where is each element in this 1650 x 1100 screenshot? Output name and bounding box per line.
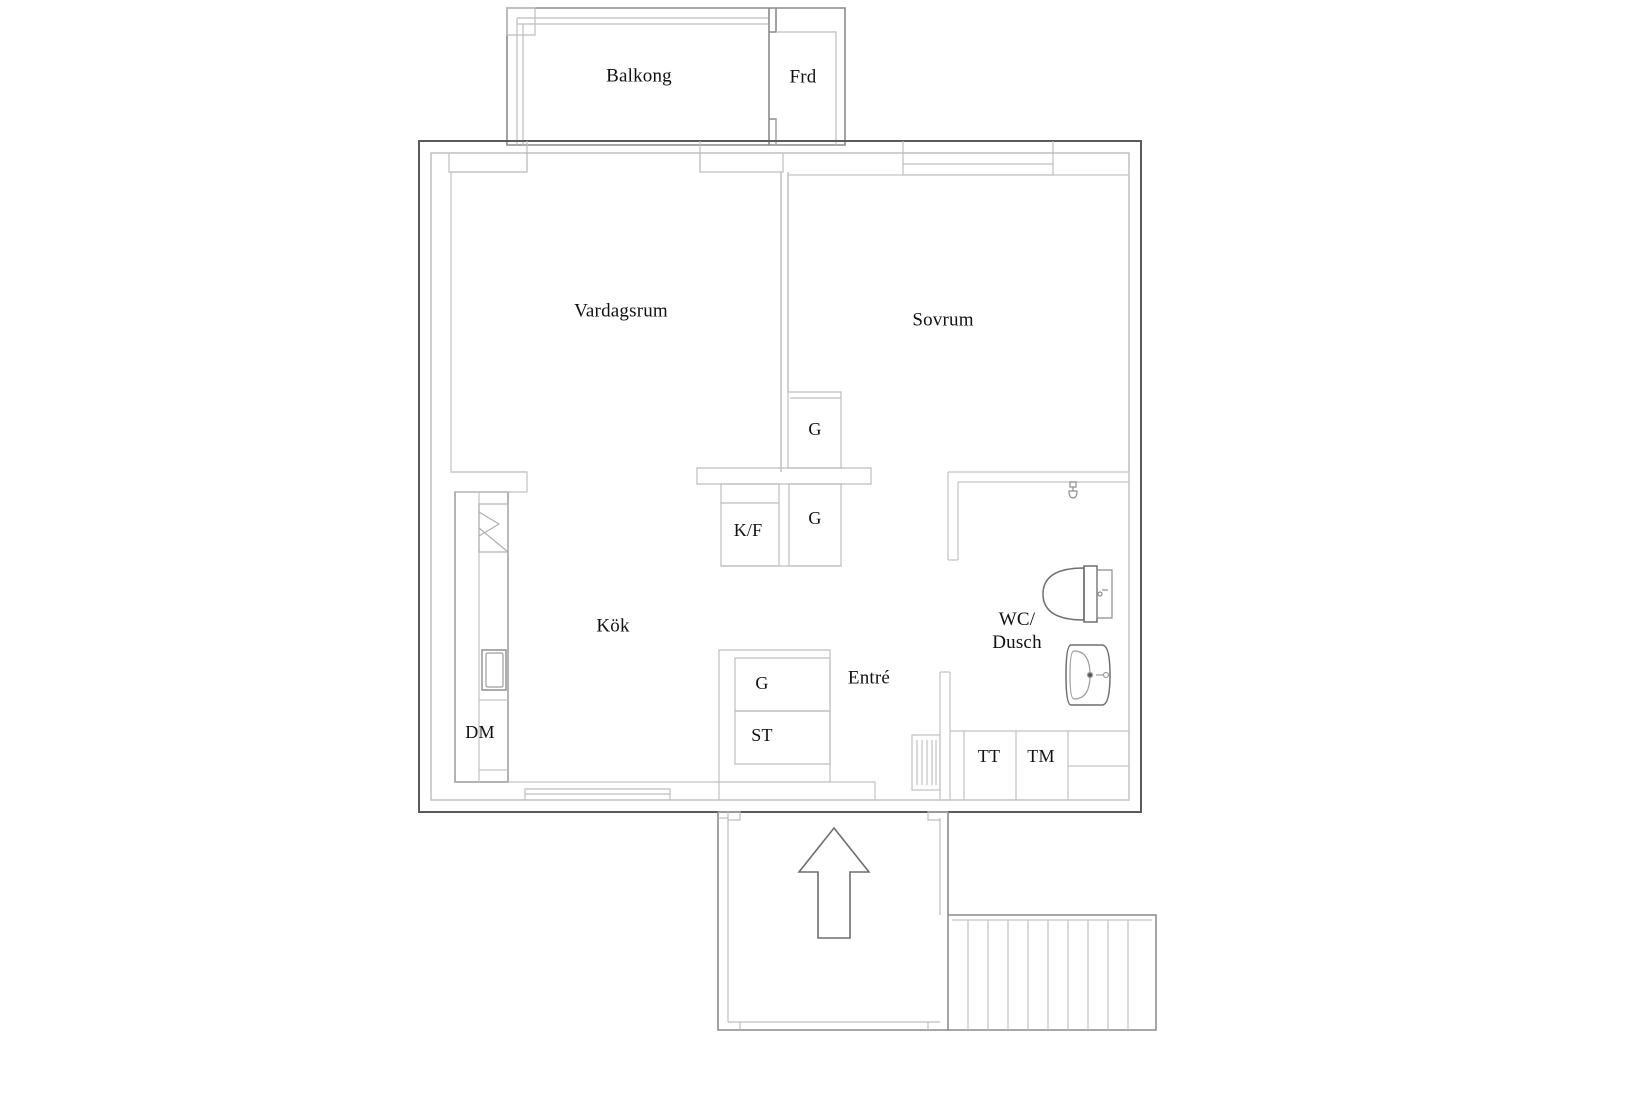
laundry-counter [950, 730, 1129, 801]
landing-bottom-opening [739, 1022, 929, 1030]
forrad-entry-opening [699, 141, 784, 173]
stove-fixture [478, 503, 509, 553]
vardagsrum-inner-outline [450, 171, 527, 473]
dishwasher-unit [479, 699, 508, 771]
exterior-walls-inner-face [430, 152, 1130, 801]
kitchen-sink-fixture [481, 649, 507, 691]
balcony-forrad-divider [768, 8, 777, 145]
closet-g-upper [787, 391, 842, 469]
hall-bottom-wall [830, 781, 876, 800]
closet-block-entre [718, 649, 831, 783]
exterior-walls [418, 140, 1142, 813]
stair-treads [952, 919, 1152, 1030]
kitchen-sink-basin [485, 652, 504, 688]
sovrum-window-jamb [902, 141, 1054, 153]
forrad-outline [775, 31, 837, 145]
toilet-fixture [1042, 565, 1098, 623]
stairs [947, 914, 1157, 1031]
closet-g-lower [788, 483, 842, 567]
radiator-fixture [911, 734, 941, 791]
balcony-door-opening [448, 153, 528, 173]
washbasin-bowl [1069, 650, 1110, 700]
wc-partition-wall [939, 671, 951, 800]
closet-band-wall [696, 467, 872, 485]
balcony-inner-lines [506, 7, 769, 145]
central-dividing-wall [780, 172, 789, 472]
balcony-outline [506, 7, 846, 146]
closet-g-entre [734, 657, 831, 712]
shower-head-fixture [1068, 481, 1078, 499]
kitchen-wall-return [451, 471, 528, 493]
kok-inner-wall-bottom [508, 781, 720, 800]
wc-upper-wall [947, 471, 1129, 561]
washbasin-fixture [1065, 644, 1111, 706]
kf-unit [720, 483, 780, 567]
closet-st-entre [734, 710, 831, 765]
stair-landing-notch [718, 811, 948, 821]
toilet-tank-detail [1096, 569, 1113, 619]
entrance-direction-arrow [797, 826, 871, 939]
stair-landing-inner [718, 812, 941, 1023]
sovrum-window [902, 152, 1054, 176]
kok-window-bottom [524, 788, 671, 801]
kitchen-counter [454, 491, 509, 783]
stair-landing-walls [717, 812, 949, 1031]
